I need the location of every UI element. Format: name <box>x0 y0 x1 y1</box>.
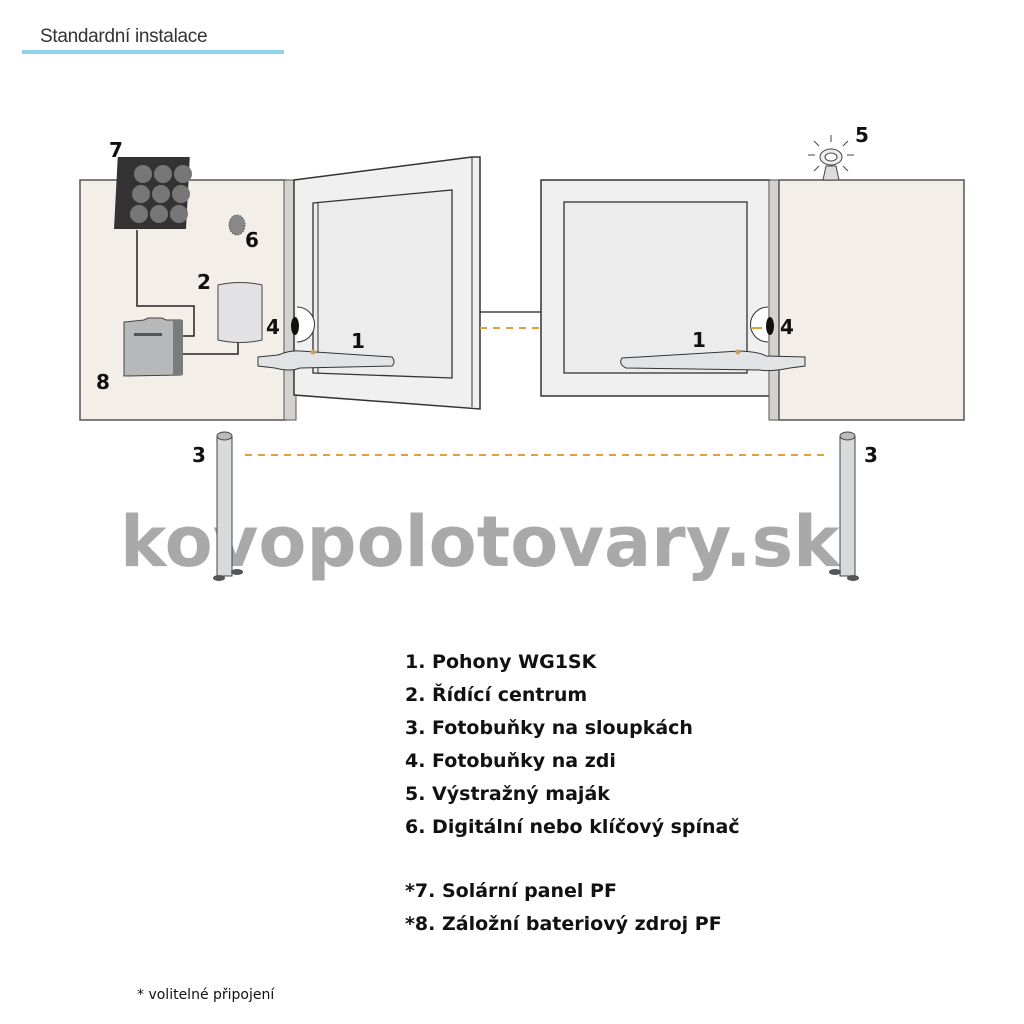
photocell-lens <box>291 317 299 335</box>
label-4-left: 4 <box>266 315 280 339</box>
legend-item: 5. Výstražný maják <box>405 783 610 805</box>
photocell-icon <box>296 306 315 343</box>
installation-diagram: 7 6 2 4 1 8 1 4 5 3 3 <box>79 123 965 581</box>
photocell-lens <box>766 317 774 335</box>
legend-item: 2. Řídící centrum <box>405 684 588 706</box>
label-2: 2 <box>197 270 211 294</box>
label-6: 6 <box>245 228 259 252</box>
title-underline <box>22 50 284 54</box>
operator-arm-icon <box>257 349 395 371</box>
warning-beacon-icon <box>808 135 854 181</box>
wire <box>183 342 239 355</box>
label-1-left: 1 <box>351 329 365 353</box>
label-4-right: 4 <box>780 315 794 339</box>
legend-item: 6. Digitální nebo klíčový spínač <box>405 816 740 838</box>
right-gate-panel <box>563 201 748 374</box>
legend-item: 1. Pohony WG1SK <box>405 651 597 673</box>
optional-legend-item: *7. Solární panel PF <box>405 880 617 902</box>
label-1-right: 1 <box>692 328 706 352</box>
page-title: Standardní instalace <box>40 26 208 47</box>
right-pillar <box>768 179 780 421</box>
photocell-icon <box>750 306 769 343</box>
control-unit-icon <box>217 282 263 343</box>
left-gate-panel <box>312 189 453 379</box>
battery-icon <box>123 317 183 377</box>
photocell-post-icon <box>213 431 243 581</box>
solar-panel-icon <box>113 157 192 229</box>
label-3-right: 3 <box>864 443 878 467</box>
operator-arm-icon <box>620 349 806 372</box>
label-8: 8 <box>96 370 110 394</box>
optional-legend-item: *8. Záložní bateriový zdroj PF <box>405 913 722 935</box>
legend-item: 4. Fotobuňky na zdi <box>405 750 616 772</box>
right-wall <box>778 179 965 421</box>
footnote: * volitelné připojení <box>137 987 275 1003</box>
label-7: 7 <box>109 138 123 162</box>
label-3-left: 3 <box>192 443 206 467</box>
legend-item: 3. Fotobuňky na sloupkách <box>405 717 693 739</box>
wire <box>136 230 195 337</box>
key-switch-icon <box>228 214 246 236</box>
legend-list: 1. Pohony WG1SK 2. Řídící centrum 3. Fot… <box>405 646 740 941</box>
label-5: 5 <box>855 123 869 147</box>
photocell-post-icon <box>829 431 859 581</box>
